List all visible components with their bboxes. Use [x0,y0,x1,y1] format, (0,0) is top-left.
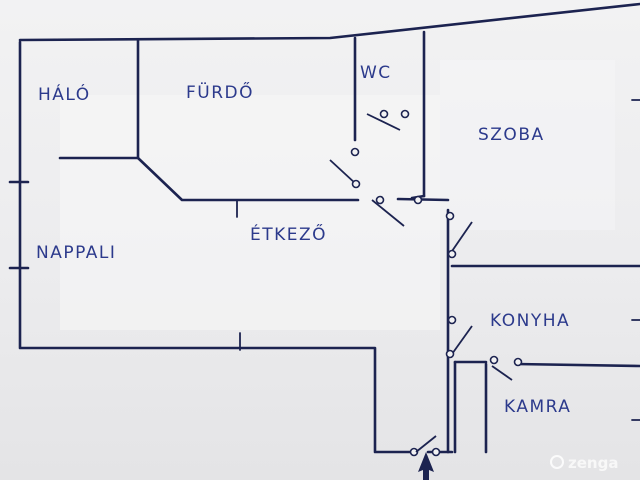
room-label-szoba: SZOBA [478,125,545,145]
door-konyha [445,315,473,359]
room-label-konyha: KONYHA [490,311,570,331]
door-furdo [329,147,361,189]
room-label-furdo: FÜRDŐ [186,81,254,103]
door-wc [366,109,410,131]
etkezo-top-wall [396,197,450,202]
door-kamra [489,355,523,381]
room-label-etkezo: ÉTKEZŐ [250,223,327,245]
outer-wall-top-right [18,2,640,42]
outer-wall-top [18,40,412,454]
watermark: zenga [550,454,618,472]
room-label-kamra: KAMRA [504,397,571,417]
room-label-nappali: NAPPALI [36,243,116,263]
paper-patch [440,60,615,230]
paper-patch [60,95,440,330]
kamra-top-wall-right [514,362,640,368]
door-etkezo-konyha [445,211,473,259]
entrance-arrow-icon [418,452,434,480]
watermark-logo-icon [550,455,564,469]
room-label-halo: HÁLÓ [38,83,91,105]
door-entrance [409,435,441,457]
watermark-text: zenga [568,454,618,472]
door-szoba [371,195,423,227]
room-label-wc: WC [360,63,392,83]
furdo-lower-wall [136,156,360,202]
